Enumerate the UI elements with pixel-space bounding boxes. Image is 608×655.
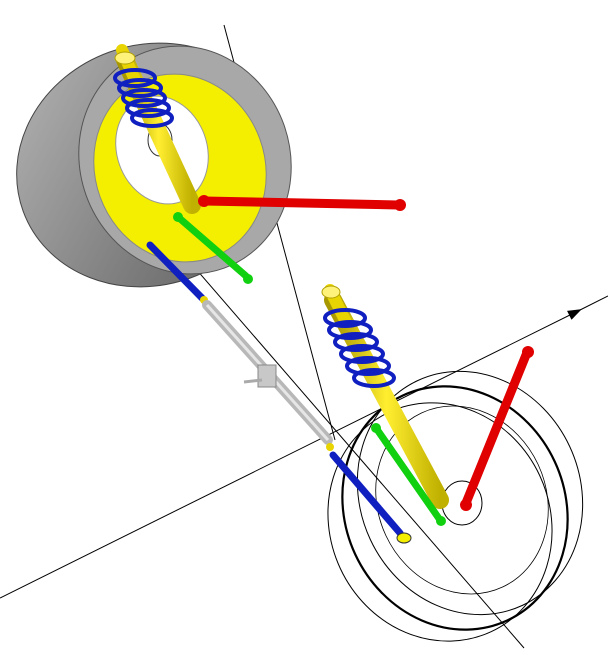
left-lower-arm: [173, 212, 253, 284]
left-spring: [113, 68, 174, 128]
ground-axis-line: [0, 309, 582, 599]
right-upper-arm: [460, 346, 534, 511]
left-wheel: [16, 42, 292, 288]
right-lower-arm: [371, 423, 446, 526]
right-spring: [323, 308, 396, 388]
right-tie-rod: [329, 451, 412, 544]
right-wheel-wireframe: [327, 370, 584, 642]
steering-rack: [202, 300, 334, 451]
left-upper-arm: [198, 195, 406, 211]
